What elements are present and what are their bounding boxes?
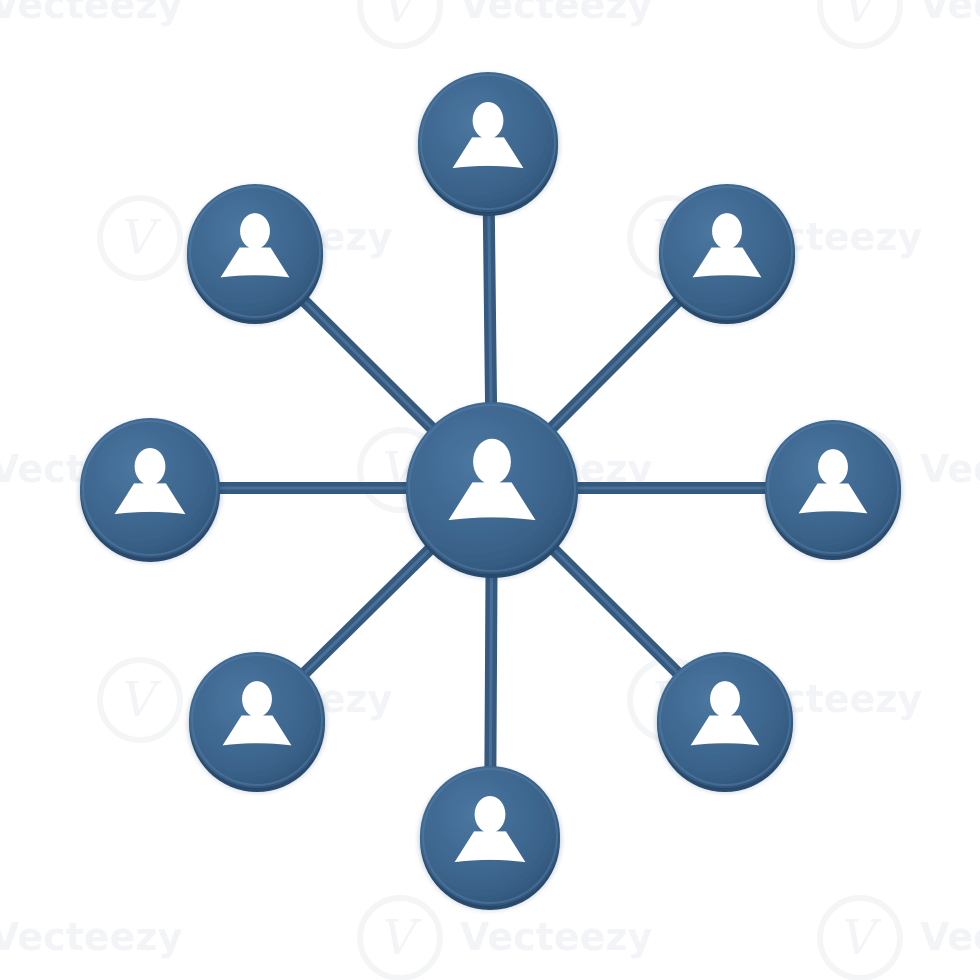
node-rim	[191, 654, 323, 786]
node-user-bottom-left	[189, 652, 325, 792]
node-layer	[80, 72, 901, 910]
vecteezy-logo-icon	[817, 0, 903, 49]
user-head	[818, 449, 848, 486]
vecteezy-logo-glyph: V	[383, 910, 422, 966]
vecteezy-logo-icon	[97, 657, 183, 743]
node-user-top-left	[187, 184, 323, 324]
vecteezy-logo-glyph: V	[843, 910, 882, 966]
user-body	[448, 482, 536, 521]
vecteezy-watermark-text: Vecteezy	[0, 0, 182, 27]
user-head	[710, 681, 740, 718]
user-icon	[798, 449, 868, 514]
vecteezy-watermark-text: Vecteezy	[920, 915, 980, 959]
vecteezy-logo-glyph: V	[843, 0, 882, 34]
user-icon	[690, 681, 760, 746]
node-rim	[661, 186, 793, 318]
vecteezy-logo-glyph: V	[123, 672, 162, 728]
user-body	[452, 137, 524, 169]
node-user-top	[418, 72, 558, 216]
user-icon	[448, 438, 536, 521]
user-body	[690, 715, 760, 746]
node-user-top-right	[659, 184, 795, 324]
vecteezy-watermark-text: Vecteezy	[0, 915, 182, 959]
user-icon	[114, 447, 186, 515]
vecteezy-watermark: V Vecteezy	[357, 895, 652, 980]
vecteezy-watermark-text: Vecteezy	[920, 447, 980, 491]
node-rim	[189, 186, 321, 318]
vecteezy-logo-icon	[357, 895, 443, 980]
user-body	[454, 831, 526, 863]
user-head	[134, 447, 166, 485]
vecteezy-logo-icon	[357, 0, 443, 49]
node-user-bottom-right	[657, 652, 793, 792]
user-icon	[222, 681, 292, 746]
user-head	[473, 438, 511, 485]
user-icon	[454, 795, 526, 863]
vecteezy-logo-glyph: V	[383, 0, 422, 34]
user-head	[242, 681, 272, 718]
node-rim	[422, 768, 558, 904]
vecteezy-watermark: V Vecteezy	[817, 0, 980, 49]
node-rim	[82, 420, 218, 556]
user-icon	[692, 213, 762, 278]
vecteezy-watermark-text: Vecteezy	[920, 0, 980, 27]
node-rim	[767, 422, 899, 554]
node-user-left	[80, 418, 220, 562]
user-body	[222, 715, 292, 746]
node-rim	[408, 404, 576, 572]
vecteezy-watermark: V Vecteezy	[817, 895, 980, 980]
user-body	[220, 247, 290, 278]
user-body	[114, 483, 186, 515]
user-head	[240, 213, 270, 250]
user-head	[472, 101, 504, 139]
vecteezy-logo-icon	[97, 195, 183, 281]
user-icon	[220, 213, 290, 278]
vecteezy-watermark-text: Vecteezy	[460, 0, 652, 27]
user-body	[798, 483, 868, 514]
node-user-right	[765, 420, 901, 560]
user-head	[474, 795, 506, 833]
node-user-bottom	[420, 766, 560, 910]
user-body	[692, 247, 762, 278]
vecteezy-watermark: V Vecteezy	[357, 0, 652, 49]
user-icon	[452, 101, 524, 169]
node-rim	[420, 74, 556, 210]
user-head	[712, 213, 742, 250]
node-rim	[659, 654, 791, 786]
vecteezy-logo-glyph: V	[123, 210, 162, 266]
node-center-user	[406, 402, 578, 578]
vecteezy-watermark-text: Vecteezy	[460, 915, 652, 959]
vecteezy-logo-icon	[817, 895, 903, 980]
